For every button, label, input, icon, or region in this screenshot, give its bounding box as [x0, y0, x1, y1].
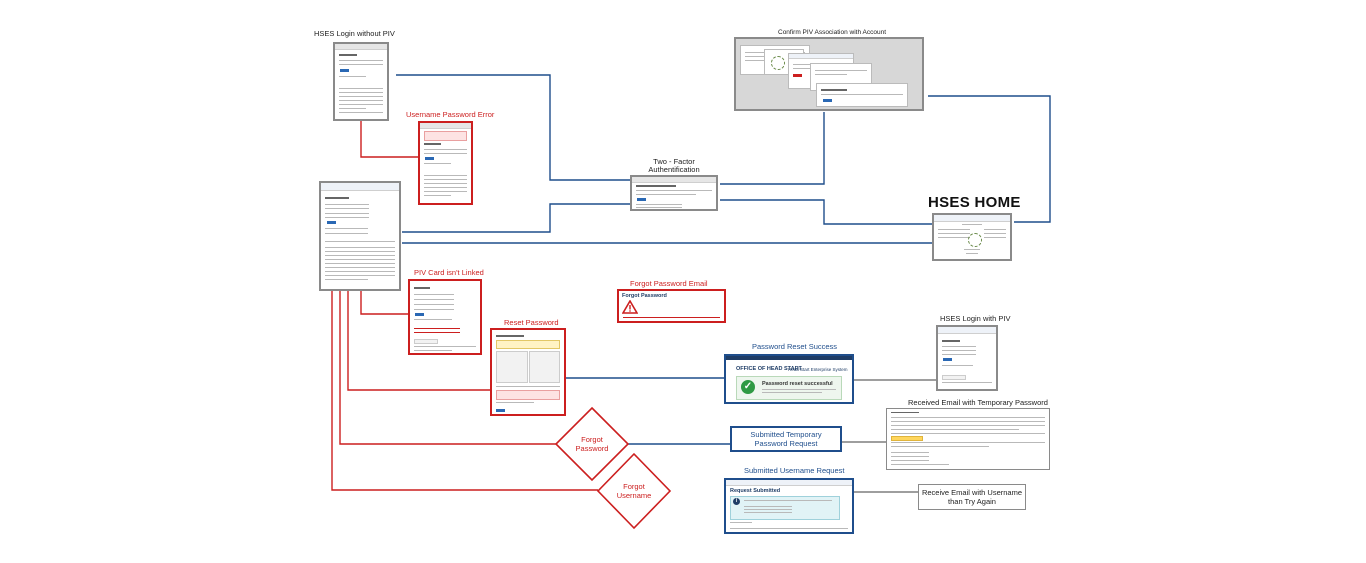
node-receive-email-username: Receive Email with Username than Try Aga… [918, 484, 1026, 510]
label-two-factor-line1: Two - Factor [653, 157, 695, 166]
submitted-username-screen-title: Request Submitted [730, 488, 781, 494]
decision-forgot-password-line2: Password [575, 444, 609, 453]
decision-forgot-password-line1: Forgot [581, 435, 603, 444]
diamond-forgot-username [596, 452, 672, 530]
decision-forgot-username-line1: Forgot [623, 482, 645, 491]
success-system-name: Head Start Enterprise System [788, 367, 848, 372]
info-icon: i [733, 498, 740, 505]
checkmark-icon: ✓ [741, 380, 755, 394]
label-login-without-piv: HSES Login without PIV [314, 29, 395, 38]
thumb-received-email-temp [886, 408, 1050, 470]
connector-two-factor-to-home [720, 199, 932, 225]
thumb-submitted-username-request: Request Submitted i [724, 478, 854, 534]
connector-main-to-reset-password [347, 291, 490, 391]
label-submitted-username: Submitted Username Request [744, 466, 845, 475]
thumb-confirm-piv-association [734, 37, 924, 111]
decision-forgot-username: Forgot Username [598, 454, 670, 528]
label-confirm-piv: Confirm PIV Association with Account [778, 29, 887, 36]
connector-main-to-forgot-password [339, 291, 556, 445]
thumb-login-without-piv [333, 42, 389, 121]
node-submitted-temp-line1: Submitted Temporary [750, 430, 822, 439]
connector-confirm-piv-to-home [928, 95, 1051, 223]
thumb-two-factor [630, 175, 718, 211]
connector-login-to-username-error [360, 121, 418, 158]
thumb-forgot-password-email: Forgot Password [617, 289, 726, 323]
label-reset-password: Reset Password [504, 318, 559, 327]
label-hses-login-with-piv: HSES Login with PIV [940, 314, 1011, 323]
node-receive-username-line1: Receive Email with Username [921, 488, 1023, 497]
connector-main-to-piv-not-linked [360, 291, 408, 315]
decision-forgot-username-line2: Username [616, 491, 652, 500]
label-password-reset-success: Password Reset Success [752, 342, 838, 351]
thumb-piv-not-linked [408, 279, 482, 355]
label-piv-not-linked: PIV Card isn't Linked [414, 268, 484, 277]
connector-main-to-forgot-username [331, 291, 598, 491]
success-brand: OFFICE OF HEAD START [736, 366, 802, 372]
thumb-hses-login-with-piv [936, 325, 998, 391]
success-message-title: Password reset successful [762, 381, 833, 387]
label-forgot-password-email: Forgot Password Email [630, 279, 708, 288]
thumb-hses-home [932, 213, 1012, 261]
node-receive-username-line2: than Try Again [948, 497, 996, 506]
label-two-factor-line2: Authentification [648, 165, 700, 174]
warning-icon [622, 300, 638, 314]
diamond-forgot-password [554, 406, 630, 482]
label-username-password-error: Username Password Error [406, 110, 495, 119]
thumb-username-password-error [418, 121, 473, 205]
thumb-password-reset-success: OFFICE OF HEAD START Head Start Enterpri… [724, 354, 854, 404]
node-submitted-temp-password: Submitted Temporary Password Request [730, 426, 842, 452]
diagram-title-hses-home: HSES HOME [928, 194, 1021, 211]
label-received-email-temp: Received Email with Temporary Password [908, 398, 1048, 407]
thumb-main-login [319, 181, 401, 291]
connector-main-login-to-two-factor [402, 203, 630, 233]
thumb-reset-password [490, 328, 566, 416]
connector-two-factor-to-confirm-piv [720, 112, 825, 185]
forgot-password-email-title: Forgot Password [622, 293, 667, 299]
connector-login-to-two-factor [396, 74, 630, 181]
decision-forgot-password: Forgot Password [556, 408, 628, 480]
node-submitted-temp-line2: Password Request [754, 439, 818, 448]
